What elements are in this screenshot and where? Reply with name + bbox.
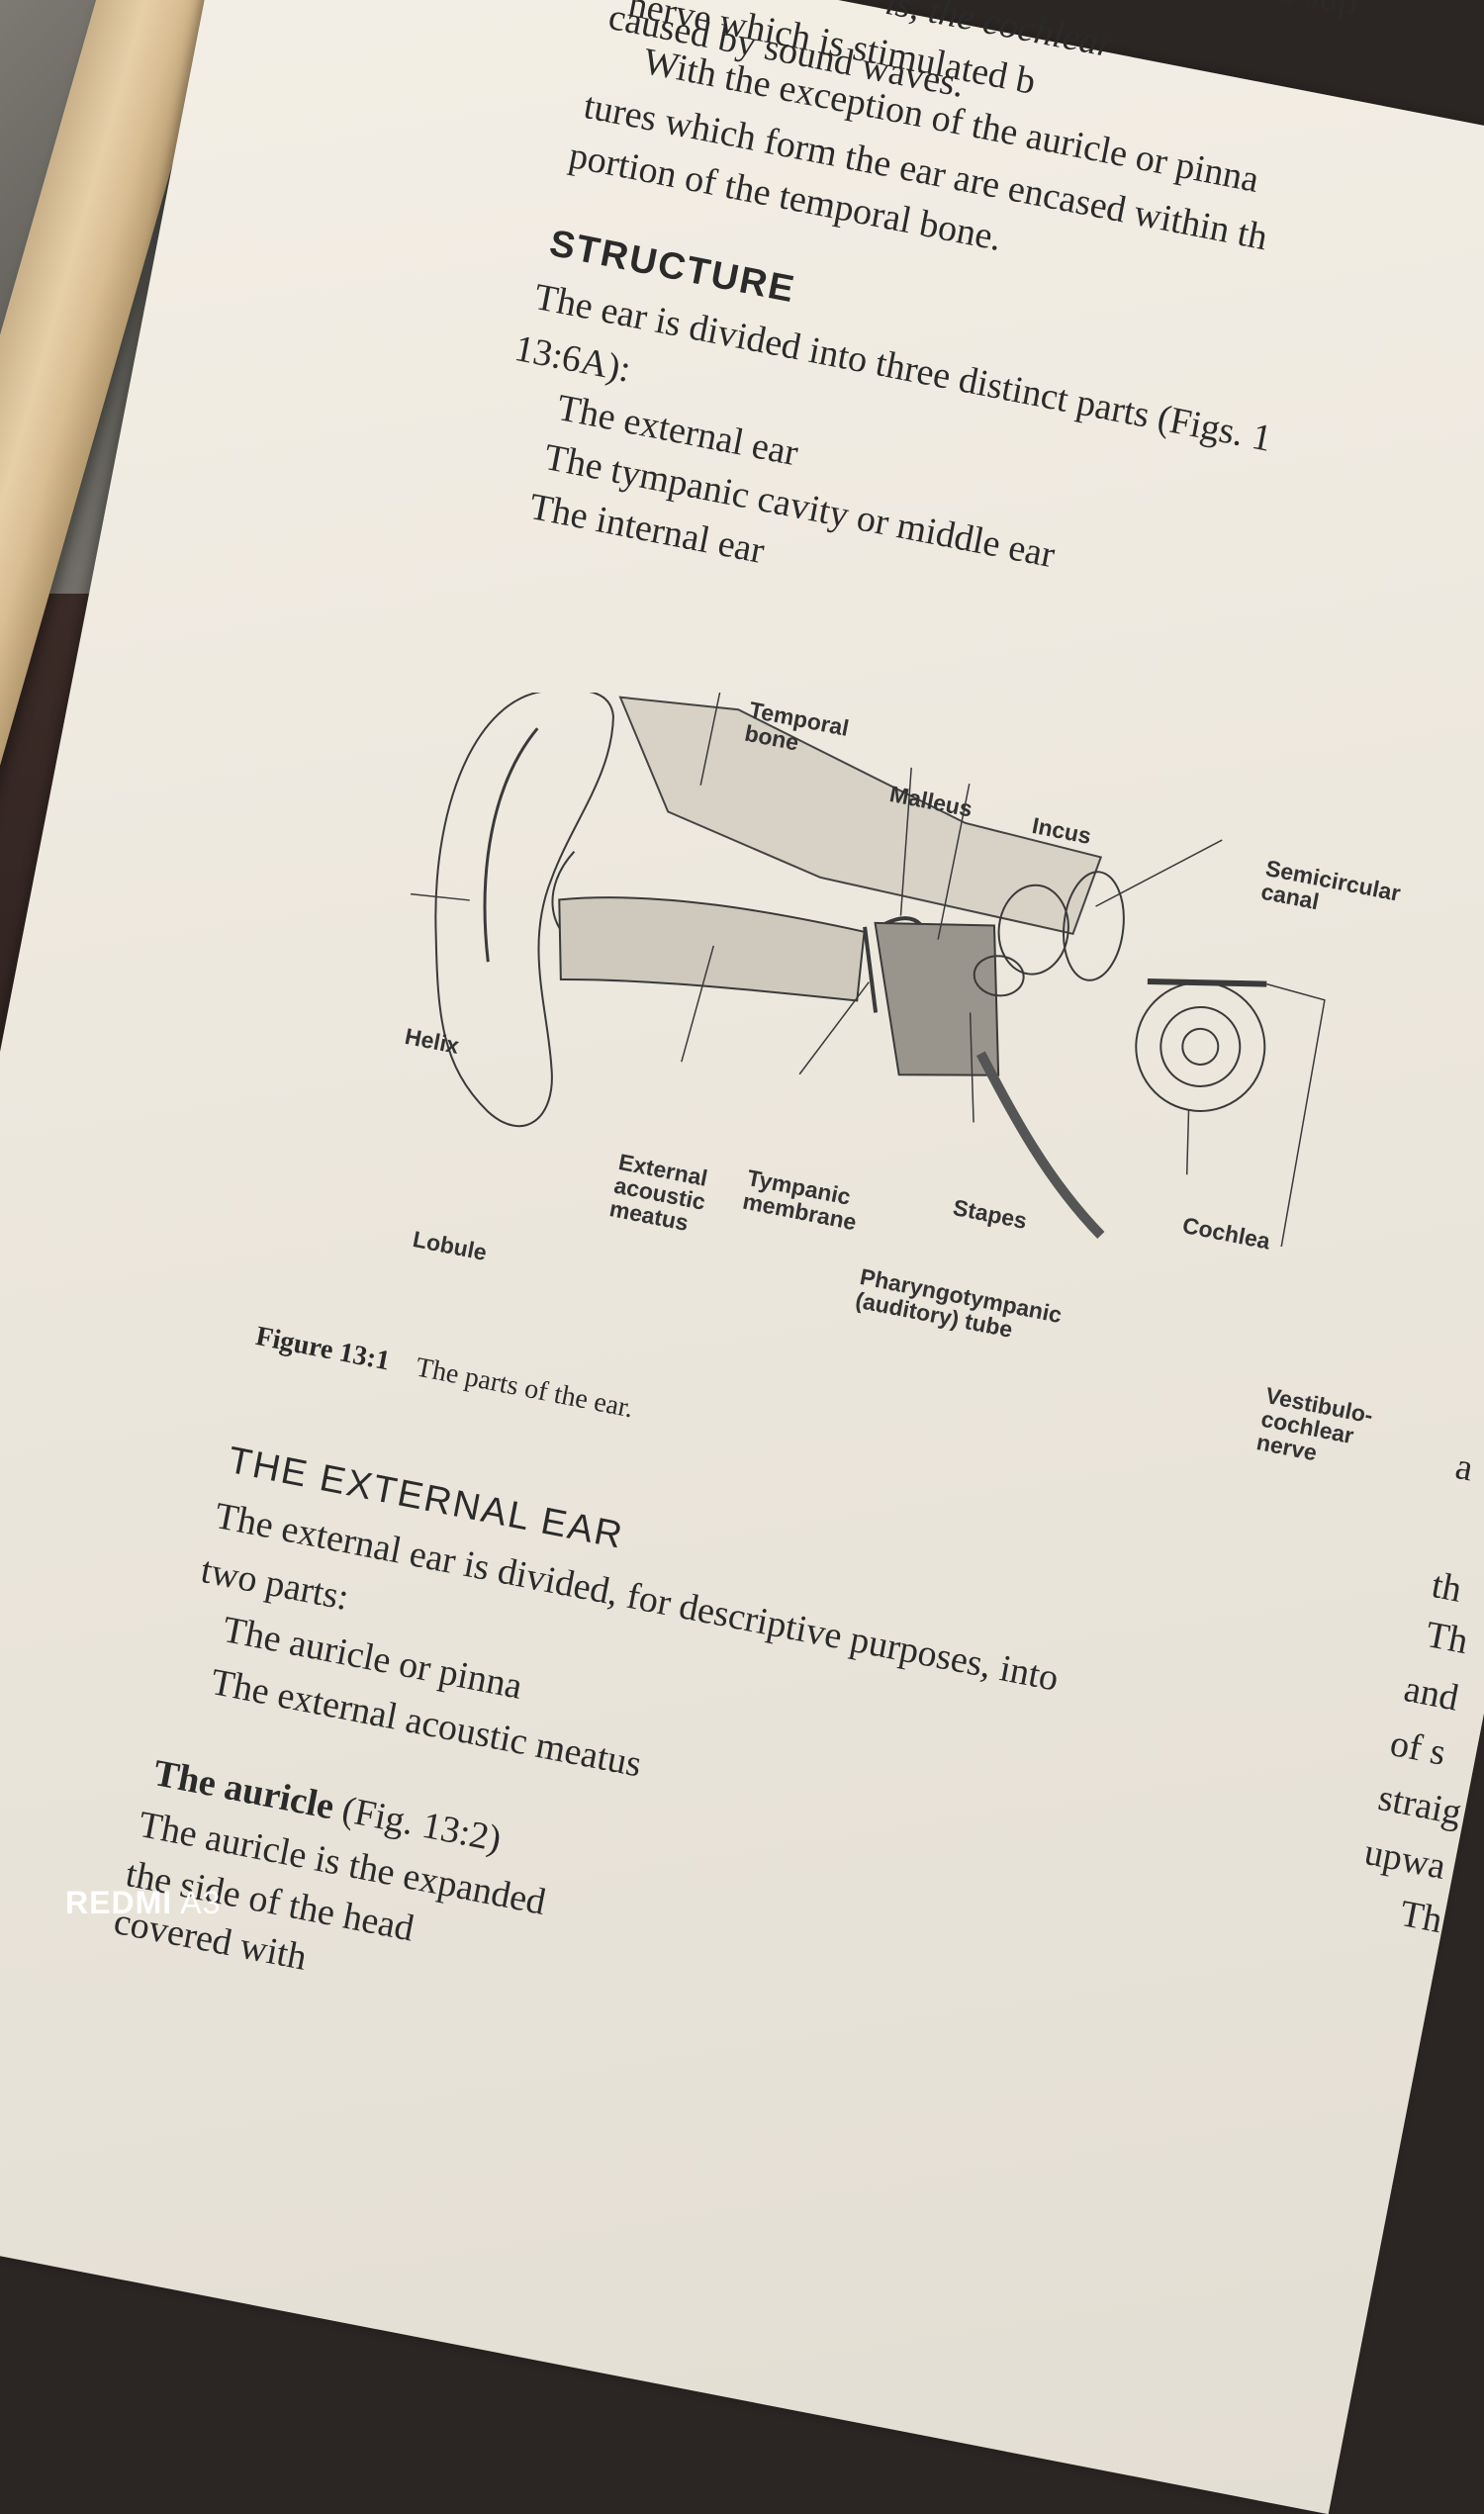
cochlea-inner xyxy=(1181,1027,1220,1066)
page-text: is, the cochlear is sup nerve which is s… xyxy=(253,0,1477,1942)
cochlea-mid xyxy=(1159,1005,1242,1087)
leader-helix xyxy=(410,892,470,901)
leader-incus xyxy=(937,783,971,940)
temporal-bone xyxy=(618,696,1103,936)
helix-fold xyxy=(483,727,539,963)
ear-anatomy-illustration xyxy=(410,693,1326,1247)
figure-caption: Figure 13:1 The parts of the ear. xyxy=(253,1321,636,1425)
right-fragment-8: Th xyxy=(1396,1892,1446,1942)
right-fragment-3: Th xyxy=(1422,1613,1472,1663)
camera-watermark: REDMI A3 xyxy=(65,1885,221,1921)
cochlea-outer xyxy=(1135,980,1266,1112)
right-fragment-1: a xyxy=(1451,1444,1477,1490)
ear-canal xyxy=(558,896,866,1002)
leader-cochlea xyxy=(1185,1110,1190,1175)
right-fragment-5: of s xyxy=(1386,1722,1449,1774)
auditory-tube xyxy=(975,1051,1105,1239)
leader-malleus xyxy=(899,767,912,916)
figure-caption-number: Figure 13:1 xyxy=(253,1321,393,1377)
watermark-brand: REDMI xyxy=(65,1885,173,1920)
nerve-bracket xyxy=(1266,982,1326,1247)
label-pharyngotympanic-tube: Pharyngotympanic (auditory) tube xyxy=(853,1263,1065,1343)
leader-tympanic xyxy=(798,981,870,1075)
auricle-outline xyxy=(434,693,614,1128)
structure-line-2: 13:6A): xyxy=(510,326,634,391)
semicircular-canal-3 xyxy=(973,955,1025,997)
middle-ear-cavity xyxy=(874,921,1000,1076)
right-fragment-7: upwa xyxy=(1360,1830,1449,1888)
leader-semicircular xyxy=(1095,839,1223,907)
label-vestibulocochlear-nerve: Vestibulo- cochlear nerve xyxy=(1254,1382,1376,1466)
top-fragment-2: is sup xyxy=(1268,0,1361,25)
figure-caption-text: The parts of the ear. xyxy=(413,1351,636,1425)
semicircular-canal-2 xyxy=(1063,871,1125,981)
leader-meatus xyxy=(681,945,714,1063)
right-fragment-2: th xyxy=(1428,1563,1465,1611)
right-fragment-4: and xyxy=(1400,1667,1462,1720)
watermark-model: A3 xyxy=(180,1885,222,1920)
leader-temporal xyxy=(699,693,722,786)
right-fragment-6: straig xyxy=(1374,1776,1465,1834)
leader-stapes xyxy=(969,1012,974,1123)
semicircular-canal-1 xyxy=(997,884,1069,976)
tympanic-membrane-shape xyxy=(863,926,879,1013)
nerve-stem xyxy=(1147,978,1267,987)
